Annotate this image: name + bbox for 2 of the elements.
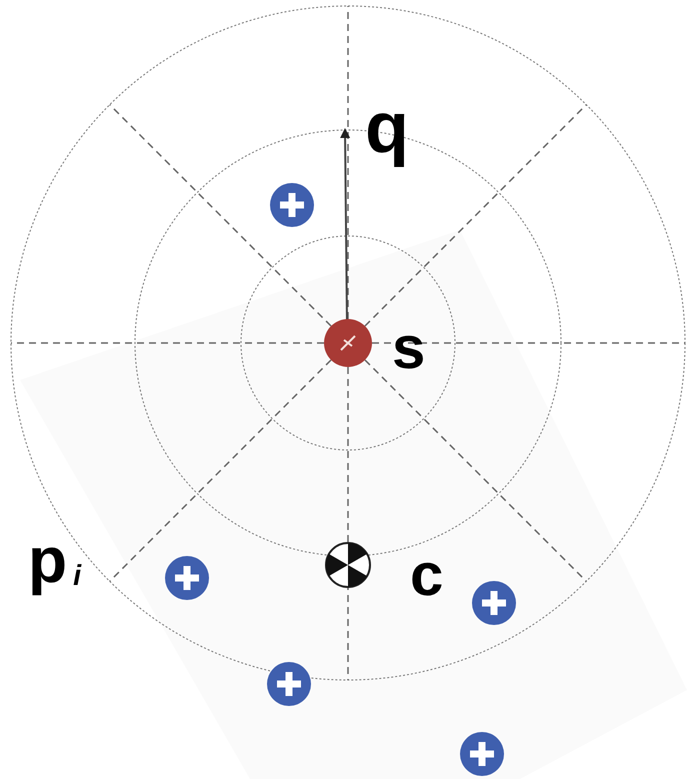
- point-label: c: [410, 545, 444, 605]
- point-label: s: [392, 318, 426, 378]
